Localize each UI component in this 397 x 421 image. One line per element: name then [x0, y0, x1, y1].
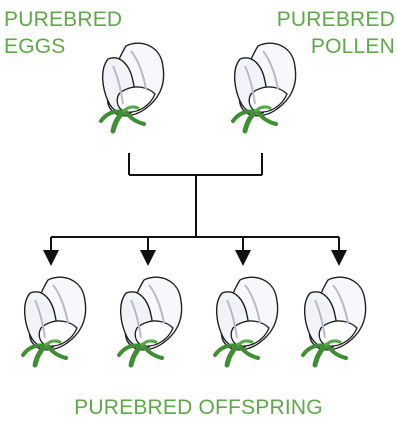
offspring-flower-1-white-flower-icon: [10, 272, 92, 370]
purebred-pollen-label: PUREBRED POLLEN: [277, 6, 395, 60]
purebred-eggs-label-line1: PUREBRED: [4, 8, 123, 31]
white-flower-icon: [21, 276, 87, 368]
parent-flower-right-white-flower-icon: [220, 38, 302, 136]
purebred-eggs-label-line2: EGGS: [4, 35, 66, 58]
purebred-pollen-label-line2: POLLEN: [310, 35, 395, 58]
white-flower-icon: [99, 42, 165, 134]
white-flower-icon: [117, 276, 183, 368]
purebred-eggs-label: PUREBRED EGGS: [4, 6, 122, 60]
white-flower-icon: [231, 42, 297, 134]
purebred-pollen-label-line1: PUREBRED: [276, 8, 395, 31]
offspring-flower-3-white-flower-icon: [202, 272, 284, 370]
white-flower-icon: [301, 276, 367, 368]
purebred-offspring-label: PUREBRED OFFSPRING: [74, 396, 323, 419]
white-flower-icon: [213, 276, 279, 368]
offspring-flower-2-white-flower-icon: [106, 272, 188, 370]
offspring-flower-4-white-flower-icon: [290, 272, 372, 370]
parent-flower-left-white-flower-icon: [88, 38, 170, 136]
